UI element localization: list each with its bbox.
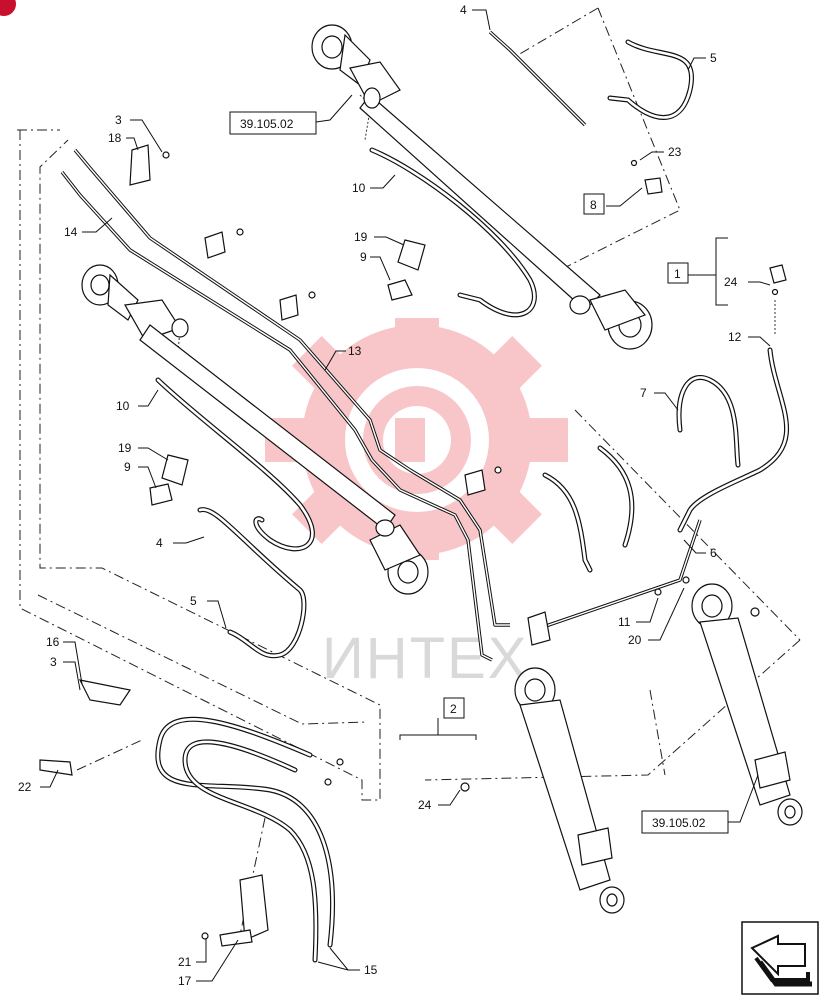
callout-12: 12 (728, 330, 742, 344)
right-cylinder-2 (691, 583, 803, 826)
callout-3: 3 (50, 655, 57, 669)
leader-lines (40, 9, 771, 982)
callout-15: 15 (364, 963, 378, 977)
callout-5: 5 (710, 51, 717, 65)
callout-24: 24 (418, 798, 432, 812)
next-page-arrow-icon[interactable] (741, 921, 819, 995)
callout-18: 18 (108, 131, 122, 145)
boxed-refs: 8 1 2 (443, 193, 689, 719)
boxed-ref-2: 2 (450, 702, 457, 716)
section-ref-top: 39.105.02 (240, 117, 294, 131)
callout-numbers: 3 18 14 4 5 23 10 19 9 24 12 13 10 7 19 … (18, 3, 742, 988)
callout-7: 7 (640, 386, 647, 400)
callout-23: 23 (668, 145, 682, 159)
callout-13: 13 (348, 344, 362, 358)
watermark-text: ИНТЕХ (322, 626, 528, 691)
callout-16: 16 (46, 635, 60, 649)
pipe-13-14 (60, 148, 510, 662)
callout-6: 6 (710, 546, 717, 560)
hoses (155, 39, 790, 963)
callout-21: 21 (178, 955, 192, 969)
callout-11: 11 (618, 615, 631, 629)
corner-badge (0, 0, 16, 16)
left-cylinder (81, 264, 429, 595)
callout-9: 9 (124, 460, 131, 474)
brackets-and-fittings (39, 144, 787, 947)
callout-24: 24 (724, 275, 738, 289)
callout-4: 4 (156, 536, 163, 550)
boxed-ref-8: 8 (590, 198, 597, 212)
callout-5: 5 (190, 594, 197, 608)
pipe-4-top (488, 30, 587, 127)
callout-3: 3 (115, 113, 122, 127)
callout-9: 9 (360, 250, 367, 264)
callout-20: 20 (628, 633, 642, 647)
callout-14: 14 (64, 225, 78, 239)
section-ref-bottom: 39.105.02 (652, 816, 706, 830)
right-cylinder-1 (514, 667, 625, 914)
section-refs: 39.105.02 39.105.02 (229, 111, 729, 834)
callout-22: 22 (18, 780, 32, 794)
upper-cylinder (311, 24, 653, 350)
callout-19: 19 (118, 441, 132, 455)
callout-4: 4 (460, 3, 467, 17)
boxed-ref-1: 1 (674, 267, 681, 281)
watermark-logo (265, 318, 568, 560)
callout-10: 10 (352, 181, 366, 195)
callout-19: 19 (354, 230, 368, 244)
callout-10: 10 (116, 399, 130, 413)
callout-17: 17 (178, 974, 192, 988)
